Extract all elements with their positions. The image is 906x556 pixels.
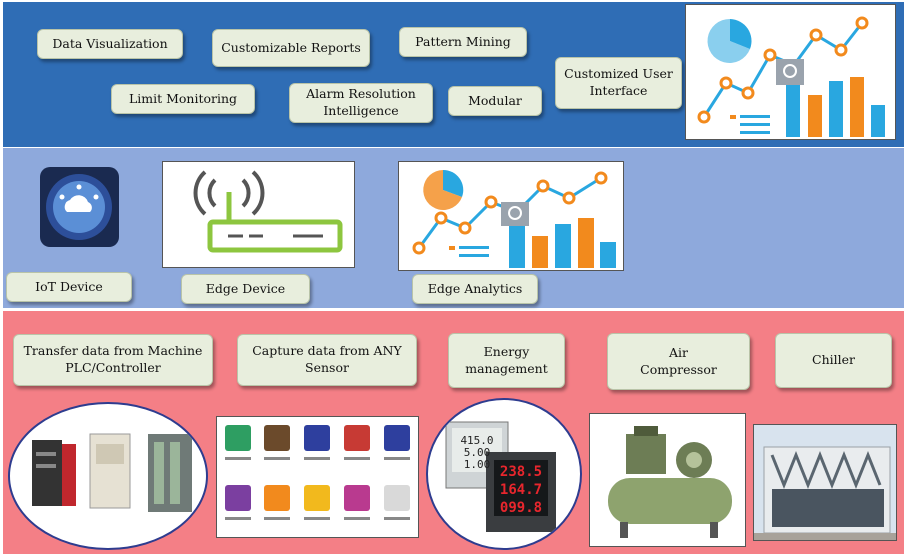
energy-meter-image: 415.0 5.00 1.00 238.5 164.7 099.8 bbox=[426, 398, 582, 550]
capture-sensor-label: Capture data from ANY Sensor bbox=[237, 334, 417, 386]
edge-device-image bbox=[162, 161, 355, 268]
edge-device-label: Edge Device bbox=[181, 274, 310, 304]
meter-reading-3: 1.00 bbox=[464, 458, 491, 471]
meter-reading-5: 164.7 bbox=[500, 482, 542, 498]
meter-reading-2: 5.00 bbox=[464, 446, 491, 459]
alarm-resolution-intelligence-label: Alarm Resolution Intelligence bbox=[289, 83, 433, 123]
sensor-grid-icon bbox=[225, 425, 410, 520]
transfer-plc-label: Transfer data from Machine PLC/Controlle… bbox=[13, 334, 213, 386]
pattern-mining-label: Pattern Mining bbox=[399, 27, 527, 57]
plc-icon bbox=[32, 433, 192, 512]
customized-user-interface-label: Customized User Interface bbox=[555, 57, 682, 109]
analytics-chart-icon bbox=[412, 169, 616, 268]
energy-management-label: Energy management bbox=[448, 333, 565, 388]
air-compressor-image bbox=[589, 413, 746, 547]
data-visualization-label: Data Visualization bbox=[37, 29, 183, 59]
air-compressor-label: Air Compressor bbox=[607, 333, 750, 390]
analytics-chart-icon bbox=[697, 16, 885, 137]
limit-monitoring-label: Limit Monitoring bbox=[111, 84, 255, 114]
energy-meter-icon: 415.0 5.00 1.00 238.5 164.7 099.8 bbox=[445, 421, 556, 532]
analytics-dashboard-image bbox=[685, 4, 896, 140]
sensor-types-image bbox=[216, 416, 419, 538]
edge-analytics-image bbox=[398, 161, 624, 271]
meter-reading-1: 415.0 bbox=[460, 434, 493, 447]
customizable-reports-label: Customizable Reports bbox=[212, 29, 370, 67]
iot-device-label: IoT Device bbox=[6, 272, 132, 302]
iot-device-image bbox=[40, 167, 119, 247]
chiller-label: Chiller bbox=[775, 333, 892, 388]
modular-label: Modular bbox=[448, 86, 542, 116]
meter-reading-4: 238.5 bbox=[500, 464, 542, 480]
plc-controller-image bbox=[8, 402, 208, 550]
router-icon bbox=[193, 170, 343, 253]
edge-analytics-label: Edge Analytics bbox=[412, 274, 538, 304]
meter-reading-6: 099.8 bbox=[500, 500, 542, 516]
chiller-image bbox=[753, 424, 897, 541]
air-compressor-icon bbox=[608, 426, 732, 538]
chiller-icon bbox=[754, 425, 896, 540]
iot-device-icon bbox=[46, 174, 112, 240]
